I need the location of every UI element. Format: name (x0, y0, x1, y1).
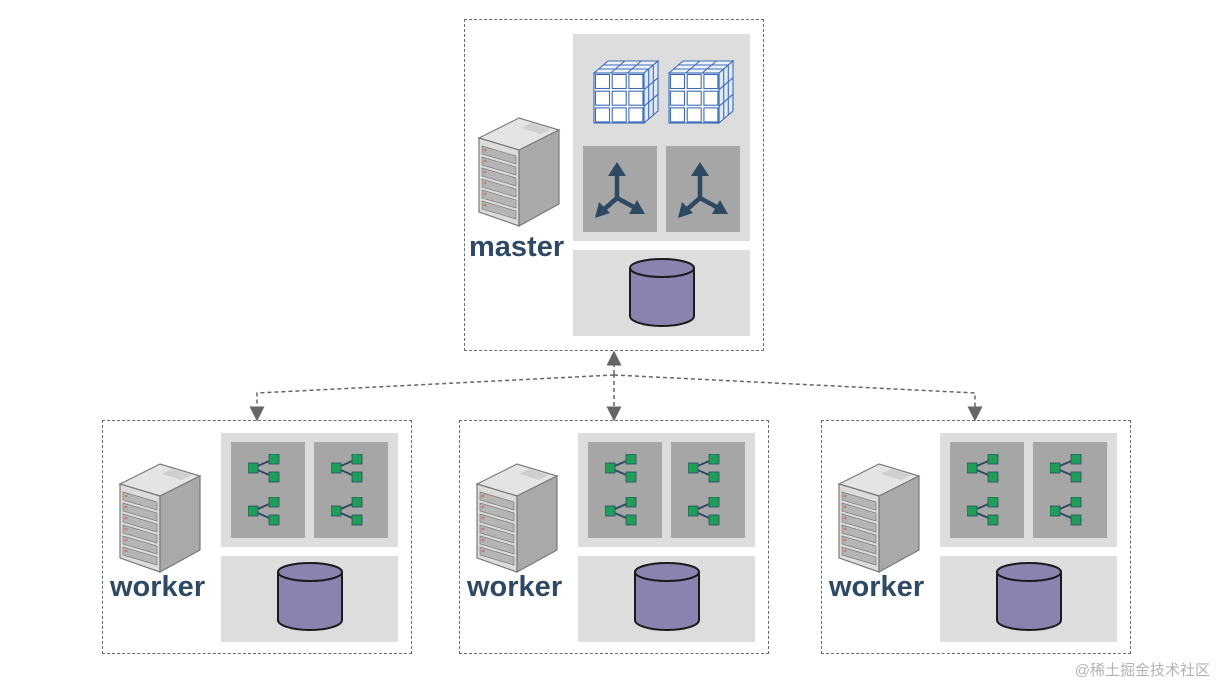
tree-icon (331, 454, 363, 483)
server-icon (838, 463, 920, 573)
worker-tile (1033, 442, 1107, 538)
server-icon (476, 463, 558, 573)
axes-icon (676, 162, 732, 220)
database-icon (634, 562, 700, 631)
worker-node (821, 420, 1131, 654)
tree-icon (688, 497, 720, 526)
data-cube-icon (668, 60, 734, 124)
master-label: master (469, 231, 565, 263)
worker-tile (588, 442, 662, 538)
server-icon (119, 463, 201, 573)
watermark: @稀土掘金技术社区 (1074, 662, 1210, 679)
worker-label: worker (829, 571, 925, 603)
worker-tile (671, 442, 745, 538)
database-icon (629, 258, 695, 327)
worker-tile (231, 442, 305, 538)
server-icon (478, 117, 560, 227)
worker-tile (314, 442, 388, 538)
tree-icon (331, 497, 363, 526)
axes-icon (593, 162, 649, 220)
worker-label: worker (467, 571, 563, 603)
tree-icon (1050, 497, 1082, 526)
tree-icon (248, 454, 280, 483)
worker-node (459, 420, 769, 654)
data-cube-icon (593, 60, 659, 124)
tree-icon (967, 454, 999, 483)
worker-label: worker (110, 571, 206, 603)
database-icon (996, 562, 1062, 631)
worker-node (102, 420, 412, 654)
tree-icon (967, 497, 999, 526)
tree-icon (248, 497, 280, 526)
tree-icon (605, 454, 637, 483)
tree-icon (688, 454, 720, 483)
tree-icon (1050, 454, 1082, 483)
database-icon (277, 562, 343, 631)
worker-tile (950, 442, 1024, 538)
tree-icon (605, 497, 637, 526)
master-node (464, 19, 764, 351)
